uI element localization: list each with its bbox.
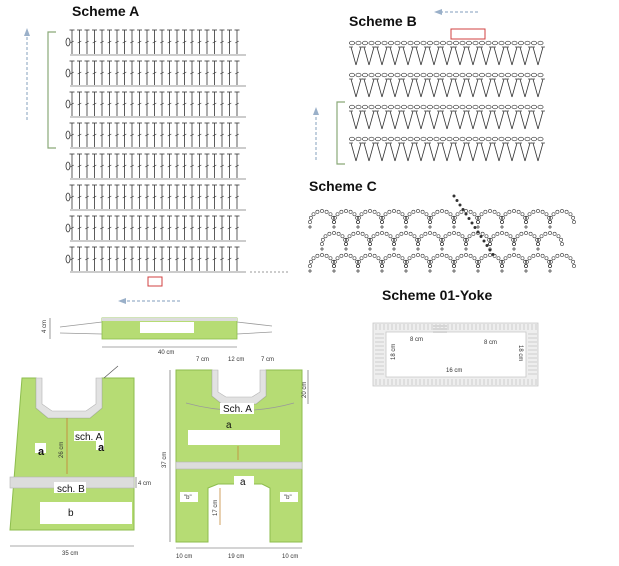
strap-height-label: 4 cm [42,320,48,333]
back-panel: 7 cm 12 cm 7 cm Sch. A a a "b" "b" 17 cm… [162,357,309,560]
front-sch-b-label: sch. B [57,484,85,495]
back-top-mid-label: 12 cm [228,357,244,363]
back-top-left-label: 7 cm [196,357,209,363]
yoke-bottom-label: 16 cm [446,368,462,374]
back-bottom-left-label: 10 cm [176,554,192,560]
back-bottom-right-label: 10 cm [282,554,298,560]
scheme-b: Scheme B [313,9,545,165]
front-width-label: 35 cm [62,551,78,557]
front-a-left-label: a [38,446,45,458]
strap-diagram: 40 cm 4 cm [42,317,273,356]
yoke-side-left-label: 8 cm [410,337,423,343]
back-height-label: 37 cm [162,452,168,468]
back-side-label: 20 cm [302,382,308,398]
scheme-a-bracket [47,31,56,149]
back-a-mid-label: a [240,477,246,488]
back-top-right-label: 7 cm [261,357,274,363]
yoke-outline [372,322,539,387]
scheme-yoke: Scheme 01-Yoke 8 cm 8 cm 16 cm 18 cm 18 … [372,287,539,387]
scheme-c-title: Scheme C [309,178,377,194]
scheme-a-repeat-mark [147,276,163,287]
scheme-b-repeat-mark [450,28,486,40]
yoke-side-right-label: 8 cm [484,340,497,346]
back-slit-label: 17 cm [213,500,219,516]
scheme-b-title: Scheme B [349,13,417,29]
back-b-right-label: "b" [284,495,292,501]
back-neck-border [211,369,267,405]
strap-width-label: 40 cm [158,350,174,356]
yoke-right-label: 18 cm [517,345,523,361]
scheme-a-stitch-grid [65,29,290,273]
back-a-top-label: a [226,420,232,431]
front-band-label: 4 cm [138,481,151,487]
scheme-b-bracket [336,101,345,165]
front-sch-a-label: sch. A [75,432,103,443]
back-sch-a-label: Sch. A [223,404,252,415]
front-panel: 26 cm a a sch. A sch. B 4 cm b 35 cm [9,365,151,557]
scheme-b-stitch-grid [349,40,545,162]
back-bottom-mid-label: 19 cm [228,554,244,560]
front-neck-border [35,377,103,419]
front-a-right-label: a [98,442,105,454]
scheme-c: Scheme C [308,178,576,273]
yoke-stitch-ticks [375,324,537,385]
back-b-left-label: "b" [184,495,192,501]
yoke-left-label: 18 cm [391,344,397,360]
front-height-small-label: 26 cm [59,442,65,458]
scheme-c-shell-grid [308,194,576,273]
back-panel-shape [175,369,303,543]
scheme-a-title: Scheme A [72,3,139,19]
scheme-a: Scheme A [24,3,290,304]
back-band [175,461,303,470]
front-b-label: b [68,508,74,519]
scheme-yoke-title: Scheme 01-Yoke [382,287,492,303]
